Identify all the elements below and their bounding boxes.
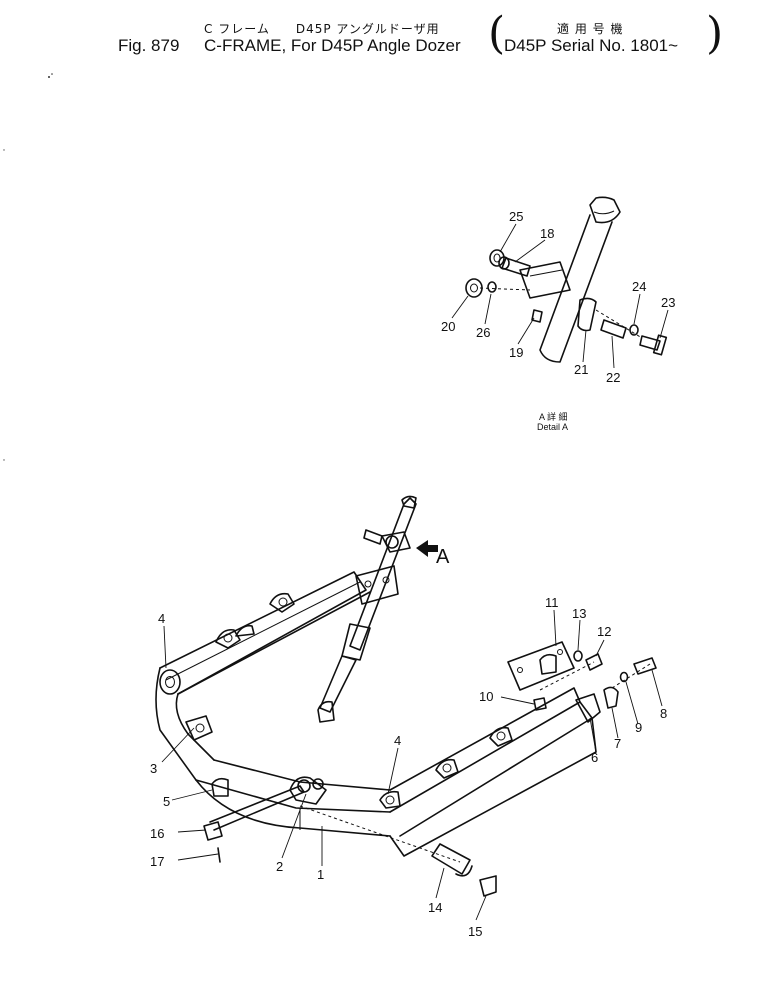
main-leaders bbox=[161, 609, 663, 921]
left-corner bbox=[155, 667, 197, 781]
post-top-cap bbox=[401, 495, 417, 509]
callout-5: 5 bbox=[163, 794, 170, 809]
detail-leaders bbox=[451, 223, 669, 369]
left-bend-bracket bbox=[185, 715, 213, 741]
detail-nut bbox=[465, 278, 483, 298]
callout-numbers: 25 18 20 26 19 21 22 24 23 4 3 5 16 17 2… bbox=[150, 209, 675, 939]
detail-shaft bbox=[501, 257, 531, 277]
scan-specks bbox=[3, 73, 53, 461]
right-arm bbox=[389, 701, 593, 837]
callout-3: 3 bbox=[150, 761, 157, 776]
callout-6: 6 bbox=[591, 750, 598, 765]
brace-upper bbox=[341, 623, 371, 661]
left-arm bbox=[159, 571, 367, 695]
connecting-rod bbox=[209, 785, 305, 831]
callout-15: 15 bbox=[468, 924, 482, 939]
pin-16 bbox=[203, 821, 223, 841]
callout-13: 13 bbox=[572, 606, 586, 621]
callout-2: 2 bbox=[276, 859, 283, 874]
washer-13 bbox=[573, 650, 583, 662]
detail-a-arrow-label: A bbox=[436, 546, 450, 568]
center-joint bbox=[289, 776, 327, 805]
japanese-serial-label: 適 用 号 機 bbox=[557, 22, 624, 36]
callout-7: 7 bbox=[614, 736, 621, 751]
left-arm-bracket-3 bbox=[235, 624, 255, 637]
callout-16: 16 bbox=[150, 826, 164, 841]
right-arm-bracket-1 bbox=[379, 790, 401, 809]
plate-11 bbox=[507, 641, 575, 691]
callout-1: 1 bbox=[317, 867, 324, 882]
callout-10: 10 bbox=[479, 689, 493, 704]
callout-18: 18 bbox=[540, 226, 554, 241]
callout-8: 8 bbox=[660, 706, 667, 721]
nut-10 bbox=[533, 697, 547, 711]
detail-pin bbox=[531, 309, 543, 323]
bottom-rail bbox=[195, 779, 391, 813]
callout-25: 25 bbox=[509, 209, 523, 224]
callout-12: 12 bbox=[597, 624, 611, 639]
right-end-plate bbox=[575, 693, 601, 723]
detail-washer-24 bbox=[629, 324, 639, 336]
left-arm-bracket-2 bbox=[269, 592, 295, 613]
callout-23: 23 bbox=[661, 295, 675, 310]
callout-4-right: 4 bbox=[394, 733, 401, 748]
detail-washer bbox=[487, 281, 497, 293]
callout-4-left: 4 bbox=[158, 611, 165, 626]
washer-9 bbox=[619, 671, 629, 683]
fitting-15 bbox=[479, 875, 497, 897]
callout-19: 19 bbox=[509, 345, 523, 360]
left-arm-bracket-1 bbox=[215, 628, 241, 649]
serial-range: D45P Serial No. 1801~ bbox=[504, 36, 679, 55]
detail-ring bbox=[489, 249, 505, 267]
detail-a-assembly bbox=[465, 196, 668, 363]
japanese-title: C フレーム D45P アングルドーザ用 bbox=[204, 22, 440, 36]
right-arm-bracket-2 bbox=[435, 758, 459, 779]
detail-post-cap bbox=[589, 196, 621, 224]
callout-20: 20 bbox=[441, 319, 455, 334]
brace-lower bbox=[319, 655, 357, 713]
detail-post-tube bbox=[539, 214, 613, 363]
callout-9: 9 bbox=[635, 720, 642, 735]
cotter-17 bbox=[217, 847, 221, 863]
figure-title: C-FRAME, For D45P Angle Dozer bbox=[204, 36, 461, 55]
detail-clamp bbox=[577, 297, 597, 332]
right-arm-bracket-3 bbox=[489, 726, 513, 747]
pin-14 bbox=[431, 843, 471, 875]
bolt-8 bbox=[633, 657, 657, 675]
callout-21: 21 bbox=[574, 362, 588, 377]
right-parenthesis: ) bbox=[706, 8, 724, 59]
callout-11: 11 bbox=[545, 595, 559, 610]
left-end-eye bbox=[159, 669, 181, 695]
callout-22: 22 bbox=[606, 370, 620, 385]
detail-a-arrow bbox=[416, 540, 438, 557]
detail-bolt-22 bbox=[600, 319, 627, 339]
figure-number: Fig. 879 bbox=[118, 36, 180, 55]
left-parenthesis: ( bbox=[488, 8, 506, 59]
detail-bolt-23 bbox=[639, 335, 661, 351]
bolt-12 bbox=[585, 653, 603, 671]
c-frame-assembly bbox=[155, 571, 601, 857]
lower-bracket-5 bbox=[211, 777, 229, 797]
detail-bracket bbox=[519, 261, 571, 299]
separate-parts bbox=[203, 641, 657, 897]
callout-14: 14 bbox=[428, 900, 442, 915]
callout-17: 17 bbox=[150, 854, 164, 869]
callout-24: 24 bbox=[632, 279, 646, 294]
brace-end bbox=[317, 700, 335, 723]
detail-a-jp-label: A 詳 細 bbox=[539, 411, 568, 422]
post-mount-plate bbox=[355, 565, 399, 605]
detail-a-label: Detail A bbox=[537, 422, 568, 432]
upright-post bbox=[317, 495, 417, 723]
callout-26: 26 bbox=[476, 325, 490, 340]
clip-7 bbox=[603, 686, 619, 709]
